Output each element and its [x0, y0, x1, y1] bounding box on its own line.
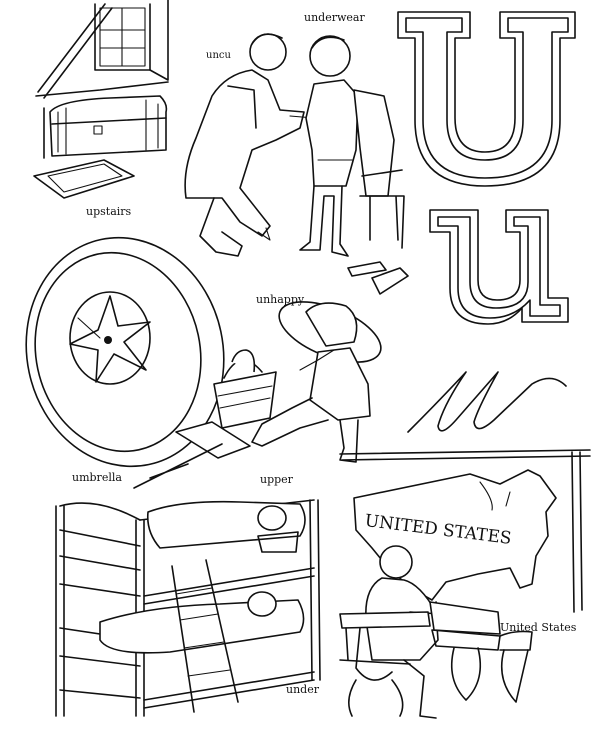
letter-u-cursive: [407, 371, 567, 433]
label-uncle: uncu: [206, 50, 231, 61]
desk-scene: [339, 545, 533, 719]
label-umbrella: umbrella: [72, 471, 122, 484]
letter-U-outline: [397, 11, 576, 187]
label-under: under: [286, 683, 319, 696]
label-united-states: United States: [500, 621, 577, 634]
label-unhappy: unhappy: [256, 293, 305, 306]
letter-u-outline: [429, 209, 569, 325]
umbrella-scene: [25, 236, 277, 489]
uncle-boy-scene: [184, 33, 409, 295]
label-upper: upper: [260, 473, 293, 486]
bunk-bed-scene: [55, 499, 321, 717]
label-underwear: underwear: [304, 11, 365, 24]
upstairs-scene: [33, 0, 169, 199]
unhappy-child-scene: [251, 301, 382, 463]
label-upstairs: upstairs: [86, 205, 132, 218]
